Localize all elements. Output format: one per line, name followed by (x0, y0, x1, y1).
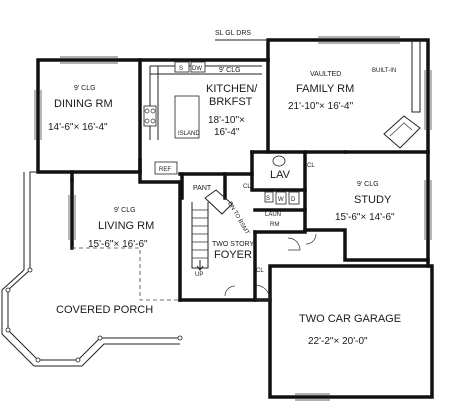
kitchen-name-2: BRKFST (209, 96, 253, 108)
sliding-doors-label: SL GL DRS (215, 30, 251, 37)
dryer-icon (288, 191, 300, 205)
garage-name: TWO CAR GARAGE (299, 313, 401, 325)
stairs: UP DN TO BSMT (191, 189, 250, 278)
dining-ceiling: 9' CLG (74, 85, 96, 92)
study-name: STUDY (354, 194, 392, 206)
pantry-name: PANT (193, 185, 212, 192)
family-dims: 21'-10"× 16'-4" (288, 101, 354, 112)
porch-name: COVERED PORCH (56, 304, 153, 316)
range-icon (143, 105, 157, 127)
kitchen-island (174, 95, 200, 139)
foyer-name-2: FOYER (214, 249, 252, 261)
study-dims: 15'-6"× 14'-6" (335, 212, 395, 223)
stair-up-label: UP (195, 272, 203, 278)
living-ceiling: 9' CLG (114, 207, 136, 214)
laundry-name-2: RM (270, 222, 279, 228)
closet-label-foyer: CL (256, 268, 264, 274)
exterior-walls (36, 38, 434, 399)
family-name: FAMILY RM (296, 83, 354, 95)
lav-name: LAV (270, 169, 291, 181)
service-fixtures: S W D CL CL CL (243, 155, 315, 274)
dishwasher-icon (190, 61, 206, 73)
built-in-label: BUILT-IN (372, 68, 396, 74)
kitchen-fixtures: S DW ISLAND REF (143, 61, 262, 175)
room-labels: 9' CLG DINING RM 14'-6"× 16'-4" 9' CLG K… (48, 67, 401, 347)
closet-label-pantry: CL (243, 184, 251, 190)
kitchen-sink-label: S (179, 66, 183, 72)
family-fixtures: BUILT-IN (372, 40, 421, 149)
study-ceiling: 9' CLG (357, 181, 379, 188)
covered-porch (1, 171, 183, 367)
foyer-name-1: TWO STORY (212, 241, 254, 248)
washer-label: W (278, 197, 284, 203)
laundry-sink-label: S (266, 196, 270, 202)
island-label: ISLAND (178, 131, 200, 137)
stair-down-label: DN TO BSMT (226, 201, 250, 236)
kitchen-ceiling: 9' CLG (219, 67, 241, 74)
kitchen-sink-icon (174, 61, 190, 73)
interior-walls (138, 58, 430, 302)
sliding-doors: SL GL DRS (215, 30, 268, 41)
toilet-icon (272, 155, 286, 167)
kitchen-dims-2: 16'-4" (214, 127, 240, 138)
living-name: LIVING RM (98, 220, 154, 232)
garage-dims: 22'-2"× 20'-0" (308, 336, 368, 347)
family-ceiling: VAULTED (310, 71, 341, 78)
refrigerator-icon (154, 161, 178, 175)
laundry-sink-icon (264, 191, 274, 203)
living-dims: 15'-6"× 16'-6" (88, 239, 148, 250)
kitchen-name-1: KITCHEN/ (206, 83, 258, 95)
fireplace-icon (383, 115, 421, 149)
kitchen-dims-1: 18'-10"× (208, 115, 245, 126)
washer-icon (275, 191, 287, 205)
refrigerator-label: REF (159, 167, 171, 173)
laundry-name-1: LAUN (265, 212, 281, 218)
windows (34, 36, 432, 401)
doors (224, 233, 317, 301)
dryer-label: D (291, 197, 296, 203)
closet-label-lav: CL (307, 163, 315, 169)
dining-dims: 14'-6"× 16'-4" (48, 122, 108, 133)
dining-name: DINING RM (54, 98, 113, 110)
dishwasher-label: DW (192, 66, 202, 72)
